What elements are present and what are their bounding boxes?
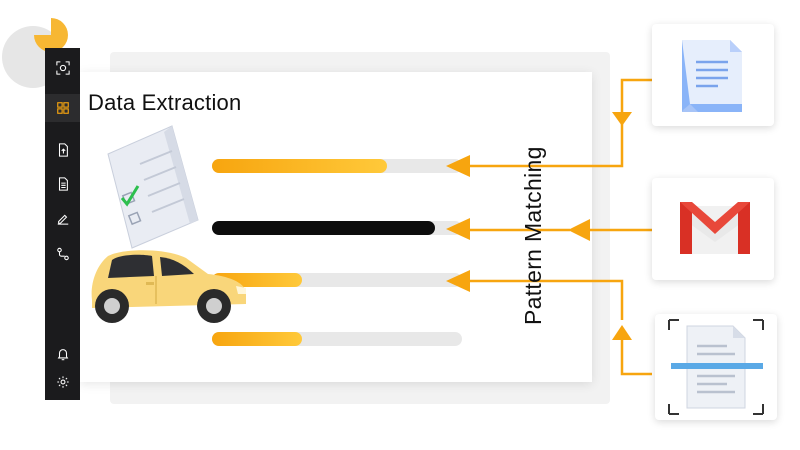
- extraction-bar: [212, 332, 462, 346]
- edit-icon[interactable]: [45, 204, 80, 232]
- document-icon[interactable]: [45, 170, 80, 198]
- source-card-gmail[interactable]: [652, 178, 774, 280]
- page-title: Data Extraction: [88, 90, 242, 115]
- arrow-up-head: [612, 325, 632, 340]
- workflow-icon[interactable]: [45, 240, 80, 268]
- checkmark-icon: [120, 185, 140, 207]
- scanned-document-icon: [668, 319, 764, 415]
- source-card-scan[interactable]: [655, 314, 777, 420]
- source-card-docs[interactable]: [652, 24, 774, 126]
- app-sidebar: [45, 48, 80, 400]
- car-icon: [91, 250, 246, 323]
- arrow-down-head: [612, 112, 632, 126]
- gear-icon[interactable]: [45, 368, 80, 396]
- extraction-bar: [212, 159, 462, 173]
- bell-icon[interactable]: [45, 340, 80, 368]
- extraction-bar-fill: [212, 159, 387, 173]
- google-docs-icon: [682, 40, 742, 112]
- decorative-pie: [34, 18, 68, 52]
- pattern-matching-label: Pattern Matching: [520, 146, 546, 325]
- extraction-bar-fill: [212, 221, 435, 235]
- upload-file-icon[interactable]: [45, 136, 80, 164]
- grid-icon[interactable]: [45, 94, 80, 122]
- scan-icon[interactable]: [45, 54, 80, 82]
- extraction-bar: [212, 221, 462, 235]
- checklist-document-icon: [107, 125, 199, 249]
- extraction-bar-fill: [212, 332, 302, 346]
- gmail-icon: [680, 202, 750, 254]
